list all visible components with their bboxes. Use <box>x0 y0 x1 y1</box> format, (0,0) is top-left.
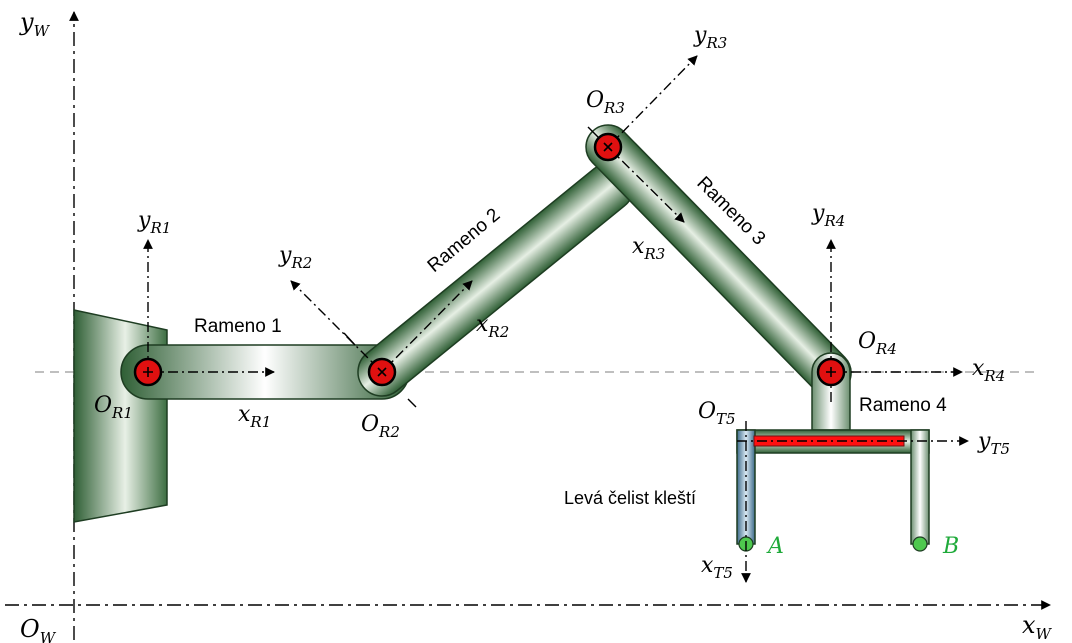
frame-r3-y-axis <box>607 55 698 148</box>
joint-r1 <box>133 357 163 387</box>
frame-r3-x-label: xR3 <box>632 234 665 263</box>
frame-r4-origin-label: OR4 <box>858 329 897 358</box>
frame-r3-y-label: yR3 <box>693 23 727 52</box>
joint-r2-tick <box>343 332 356 346</box>
frame-r4-x-label: xR4 <box>972 356 1005 385</box>
frame-t5-origin-label: OT5 <box>698 399 736 428</box>
joint-r2-tick-2 <box>407 398 417 408</box>
frame-t5-x-label: xT5 <box>701 553 733 582</box>
joint-r3 <box>593 132 623 162</box>
arm1-label: Rameno 1 <box>194 316 282 337</box>
joint-r4 <box>816 357 846 387</box>
frame-r3-x-axis <box>607 146 685 223</box>
world-origin-label: OW <box>20 615 57 643</box>
frame-r2-x-label: xR2 <box>476 312 509 341</box>
frame-r2-origin-label: OR2 <box>361 412 400 441</box>
frame-t5-y-label: yT5 <box>977 429 1010 458</box>
frame-r1-y-label: yR1 <box>137 208 171 237</box>
left-jaw-label: Levá čelist kleští <box>564 488 696 508</box>
point-b-marker <box>912 536 928 552</box>
point-b-label: B <box>942 534 959 559</box>
world-y-label: yW <box>19 8 51 40</box>
frame-r2-y-label: yR2 <box>278 243 312 272</box>
frame-r4-y-label: yR4 <box>811 201 845 230</box>
joint-r2 <box>367 357 397 387</box>
arm4-label: Rameno 4 <box>859 395 947 416</box>
frame-r2-y-axis <box>290 280 383 373</box>
right-jaw <box>910 429 930 545</box>
frame-r2-x-axis <box>381 280 473 373</box>
frame-r3-origin-label: OR3 <box>586 88 625 117</box>
frame-r1-origin-label: OR1 <box>94 393 133 422</box>
world-x-label: xW <box>1022 611 1053 643</box>
point-a-label: A <box>766 534 784 559</box>
frame-r1-x-label: xR1 <box>238 402 271 431</box>
